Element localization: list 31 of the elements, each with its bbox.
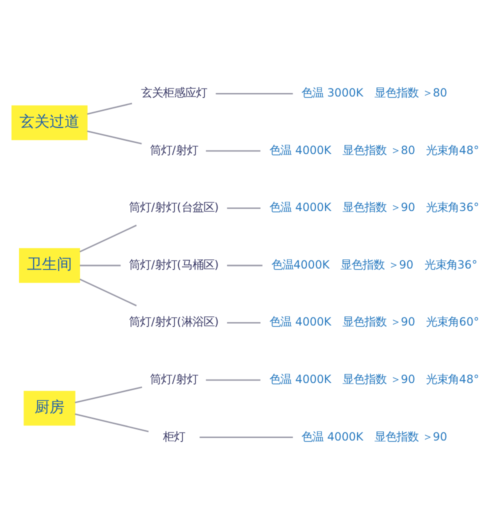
- node-text: 色温 3000K 显色指数 ＞80: [302, 86, 448, 100]
- connector: [80, 264, 121, 266]
- connector: [227, 322, 260, 323]
- node-text: 玄关柜感应灯: [140, 86, 207, 100]
- connector: [216, 92, 293, 94]
- node-text: 色温 4000K 显色指数 ＞90 光束角48°: [270, 372, 480, 386]
- connector: [227, 207, 260, 208]
- node-text: 筒灯/射灯: [150, 143, 198, 156]
- node-text: 色温 4000K 显色指数 ＞90: [302, 430, 448, 443]
- node-box: 厨房: [24, 390, 76, 426]
- connector: [80, 278, 137, 306]
- node-text: 筒灯/射灯: [150, 372, 198, 386]
- connector: [87, 130, 142, 144]
- connector: [80, 224, 137, 252]
- connector: [206, 150, 260, 152]
- connector: [87, 102, 132, 114]
- node-box: 卫生间: [19, 248, 80, 282]
- connector: [74, 412, 149, 432]
- node-text: 筒灯/射灯(淋浴区): [129, 315, 219, 328]
- node-text: 柜灯: [162, 430, 185, 443]
- node-text: 色温 4000K 显色指数 ＞80 光束角48°: [270, 143, 480, 156]
- node-box: 玄关过道: [11, 104, 88, 140]
- connector: [200, 436, 293, 438]
- node-text: 色温 4000K 显色指数 ＞90 光束角36°: [270, 200, 480, 214]
- connector: [206, 378, 260, 380]
- connector: [74, 386, 142, 403]
- node-text: 筒灯/射灯(台盆区): [129, 200, 219, 214]
- node-text: 色温4000K 显色指数 ＞90 光束角36°: [272, 258, 478, 271]
- connector: [227, 264, 262, 266]
- node-text: 色温 4000K 显色指数 ＞90 光束角60°: [270, 315, 480, 328]
- node-text: 筒灯/射灯(马桶区): [129, 258, 219, 271]
